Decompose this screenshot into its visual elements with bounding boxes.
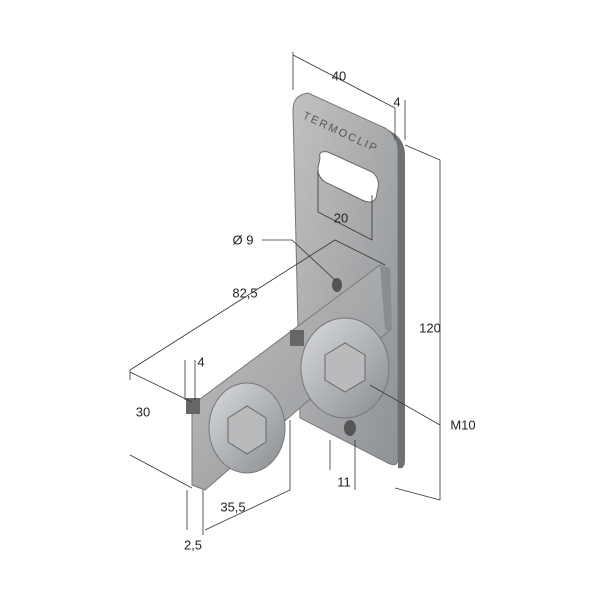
round-hole bbox=[332, 278, 342, 292]
dim-edge-offset: 2,5 bbox=[183, 537, 203, 553]
dimension-lines bbox=[129, 52, 441, 535]
dim-height: 120 bbox=[419, 320, 441, 336]
lower-slot bbox=[344, 420, 356, 436]
dim-slot-width: 20 bbox=[333, 210, 349, 226]
dim-hole-diameter: Ø 9 bbox=[232, 232, 254, 248]
dim-arm-slot-length: 35,5 bbox=[220, 499, 246, 515]
washer-large bbox=[300, 317, 390, 419]
washer-small bbox=[208, 382, 286, 474]
dim-thickness-top: 4 bbox=[393, 94, 401, 110]
dim-bolt: M10 bbox=[450, 417, 476, 433]
dim-slot-offset: 11 bbox=[337, 474, 351, 490]
hex-nut-icon bbox=[227, 405, 267, 455]
dim-arm-length: 82,5 bbox=[232, 285, 258, 301]
dim-width-top: 40 bbox=[331, 68, 347, 84]
dim-arm-height: 30 bbox=[135, 404, 151, 420]
bolt-rear bbox=[186, 330, 304, 414]
slot-hole bbox=[317, 151, 379, 203]
hex-nut-icon bbox=[324, 342, 366, 393]
dim-arm-thickness: 4 bbox=[197, 354, 205, 370]
